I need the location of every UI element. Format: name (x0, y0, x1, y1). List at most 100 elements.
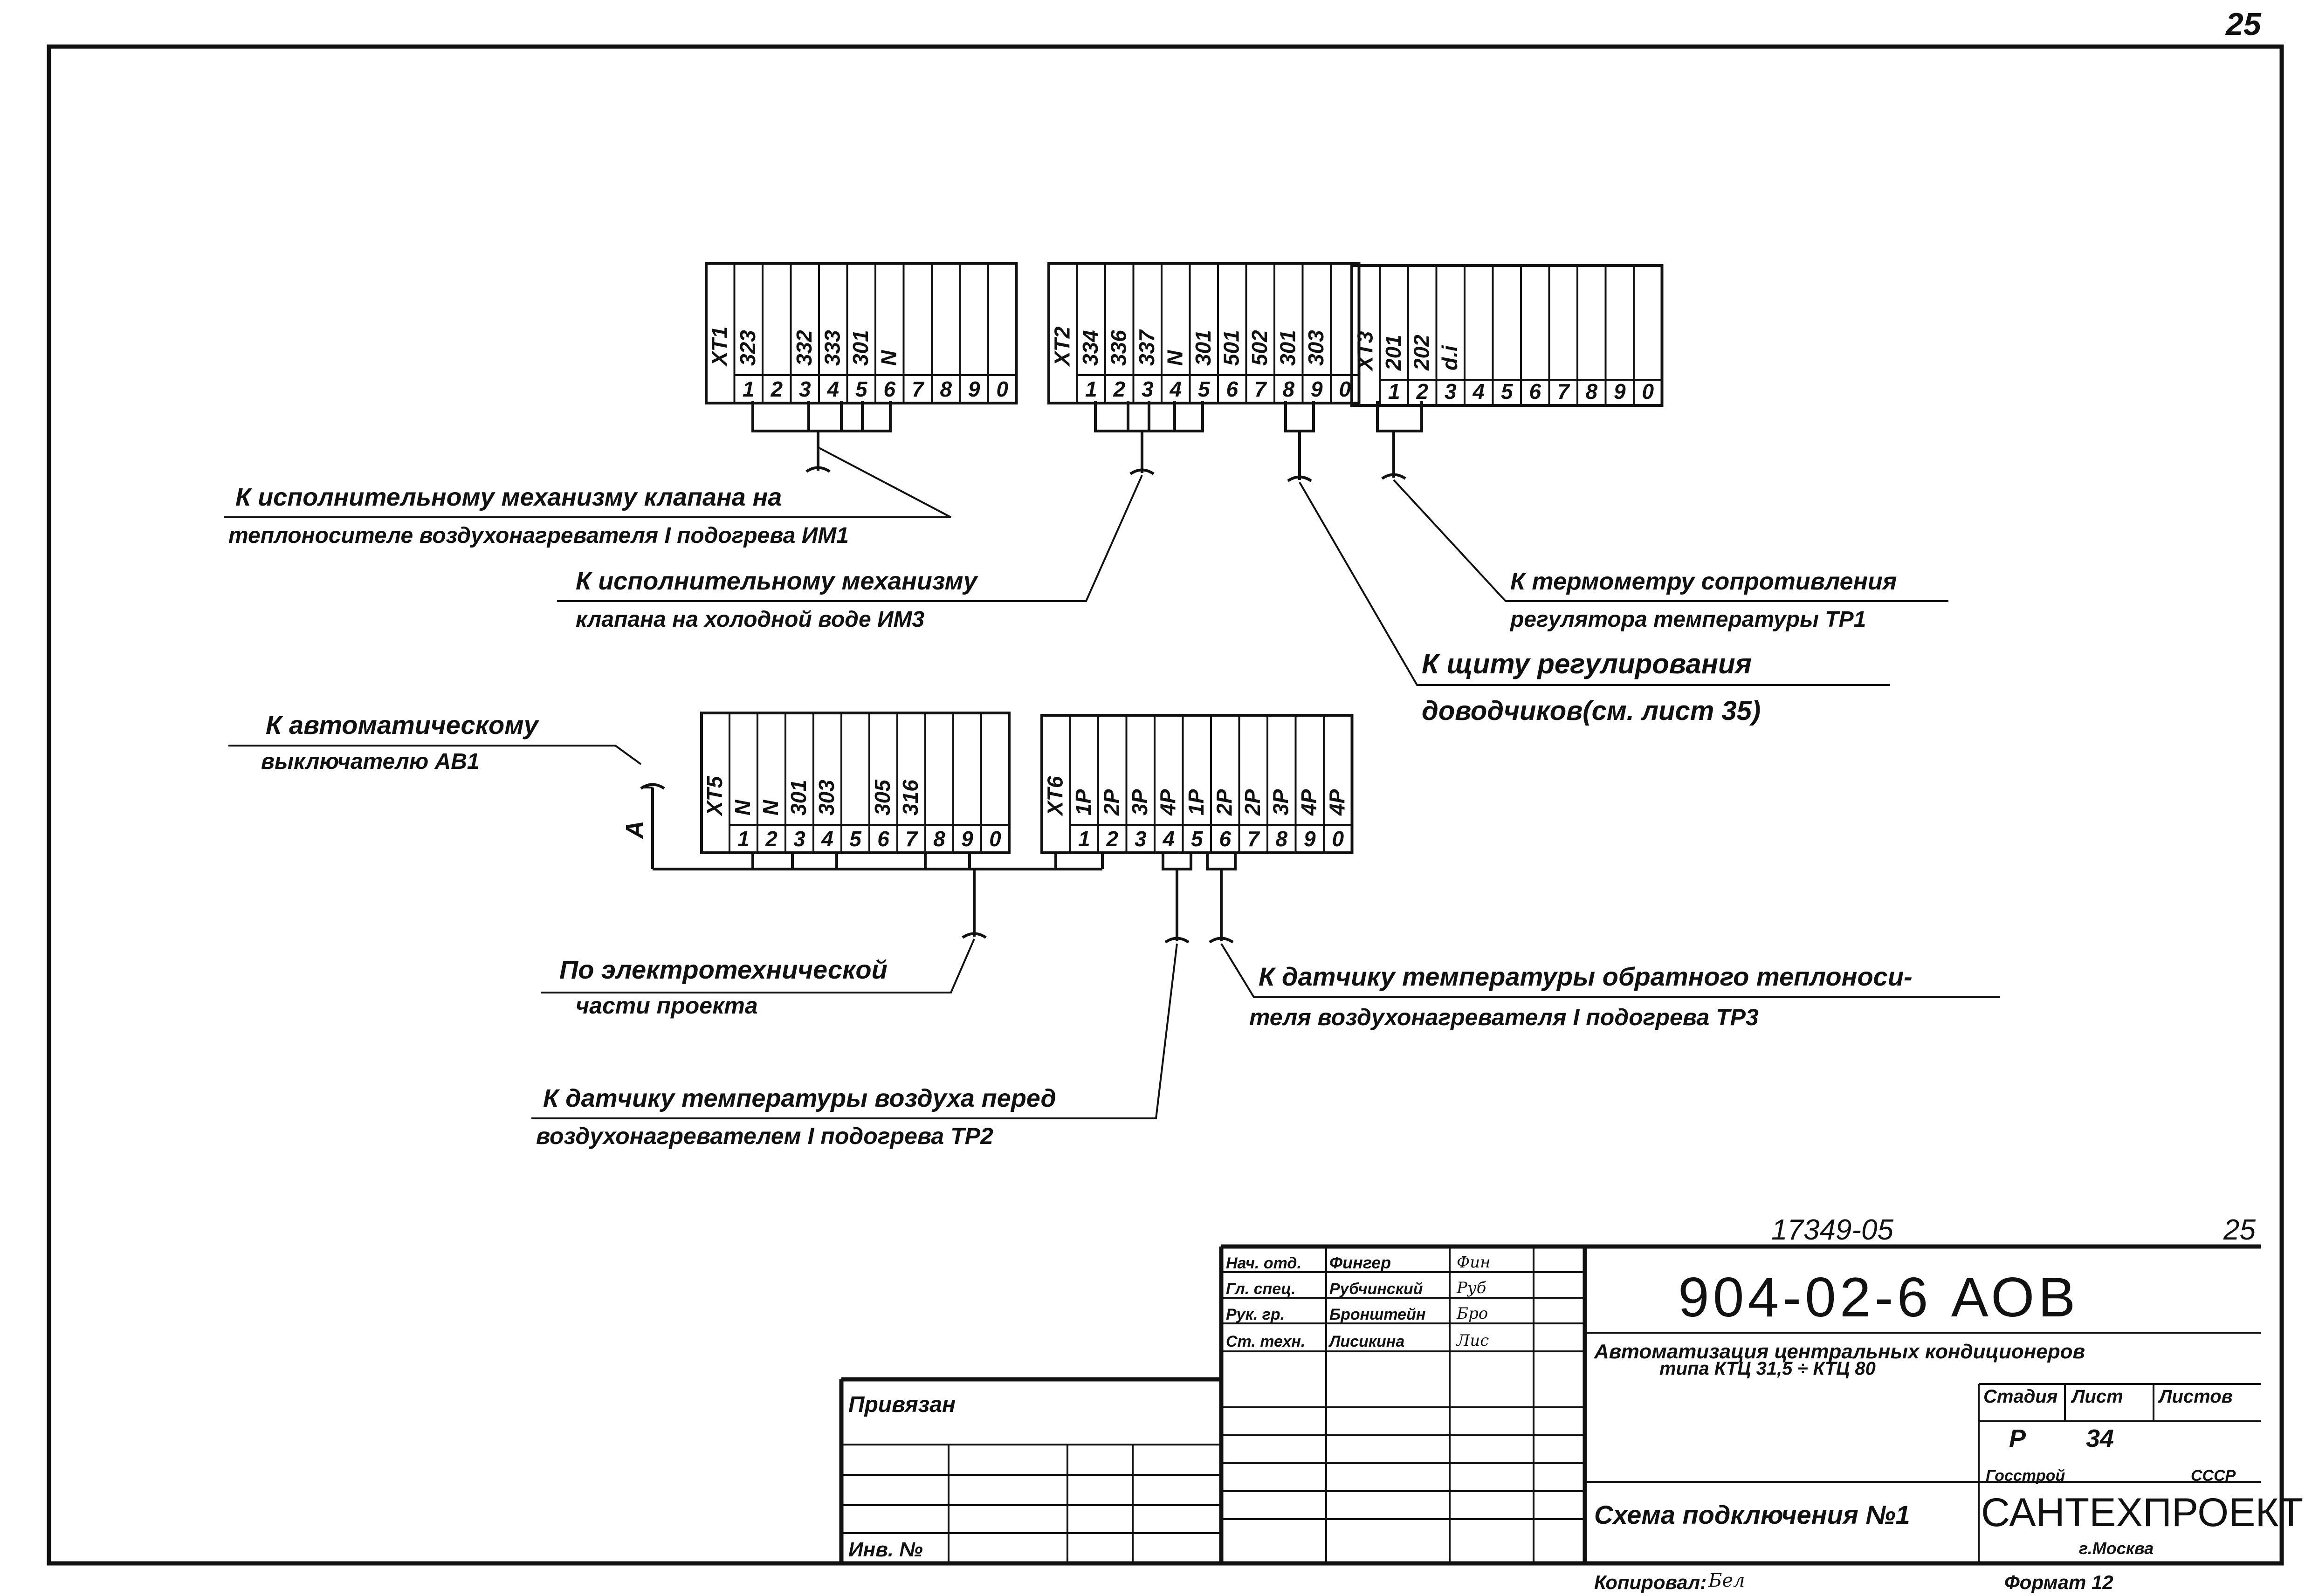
sheet-value: 34 (2086, 1425, 2114, 1452)
xt6-pair-b-jumper (1206, 853, 1237, 870)
terminal-number: 3 (1142, 377, 1154, 401)
terminal-number: 8 (1585, 379, 1597, 404)
xt3-pair-leader (1393, 479, 1948, 602)
strip-outline (1040, 714, 1354, 854)
signature-1: Фин (1457, 1253, 1491, 1272)
terminal-number: 1 (1078, 827, 1090, 851)
wire-label: XT2 (1050, 326, 1074, 367)
wire-label: 502 (1247, 330, 1272, 366)
terminal-number: 4 (1472, 379, 1485, 404)
terminal-number: 4 (821, 827, 833, 851)
wire-label: 1P (1071, 789, 1095, 815)
title-block-frame (839, 1244, 2261, 1563)
wire-label: 301 (848, 330, 873, 366)
terminal-number: 3 (799, 377, 811, 401)
terminal-number: 0 (996, 377, 1008, 401)
breaker-leader (228, 745, 653, 788)
xt1-leader (818, 446, 951, 518)
org-top-right: СССР (2191, 1467, 2236, 1485)
xt6-pair-a-jumper (1162, 853, 1192, 870)
terminal-number: 8 (1275, 827, 1287, 851)
wire-label: XT3 (1353, 331, 1377, 372)
wire-label: N (876, 350, 901, 366)
terminal-number: 5 (855, 377, 868, 401)
callout-6-line2: части проекта (576, 993, 758, 1019)
terminal-number: 1 (737, 827, 750, 851)
sheet-corner-number: 25 (2225, 7, 2262, 42)
callout-5-line2: выключателю АВ1 (261, 749, 480, 774)
terminal-number: 2 (770, 377, 783, 401)
wire-label: 303 (814, 780, 839, 815)
copied-sign: Бел (1708, 1570, 1745, 1591)
callout-4-line1: К щиту регулирования (1422, 648, 1752, 679)
callout-7-line2: теля воздухонагревателя I подогрева ТР3 (1249, 1004, 1759, 1030)
terminal-number: 1 (743, 377, 755, 401)
callout-8-line1: К датчику температуры воздуха перед (543, 1084, 1056, 1112)
bus-down (962, 869, 987, 939)
wire-label: 4P (1156, 789, 1180, 816)
wire-label: 303 (1304, 330, 1328, 366)
xt5-xt6-bus (653, 853, 1104, 870)
xt3-pair-jumper (1376, 401, 1423, 432)
terminal-number: 9 (1304, 827, 1316, 851)
archive-number: 17349-05 (1771, 1214, 1894, 1246)
terminal-number: 7 (1247, 827, 1260, 851)
terminal-number: 8 (933, 827, 945, 851)
terminal-number: 9 (1614, 379, 1626, 404)
wiring (228, 401, 2000, 1119)
terminal-number: 6 (1529, 379, 1541, 404)
terminal-number: 4 (1162, 827, 1175, 851)
drawing-name: Схема подключения №1 (1594, 1500, 1910, 1529)
xt6-pair-a-leader (531, 943, 1178, 1119)
wire-label: 2P (1240, 789, 1265, 816)
role-4: Ст. техн. (1226, 1333, 1305, 1350)
wire-label: XT1 (707, 327, 731, 367)
callouts: К исполнительному механизму клапана на т… (224, 483, 1913, 1149)
wire-label: 336 (1106, 330, 1130, 366)
xt2-jumper (1094, 401, 1204, 432)
bound-label: Привязан (848, 1392, 956, 1417)
org-city: г.Москва (2079, 1539, 2154, 1558)
terminal-number: 8 (940, 377, 952, 401)
role-1: Нач. отд. (1226, 1254, 1301, 1272)
terminal-number: 0 (1642, 379, 1654, 404)
wire-label: 301 (786, 780, 811, 815)
terminal-number: 1 (1388, 379, 1400, 404)
callout-6-line1: По электротехнической (559, 955, 888, 984)
signature-2: Руб (1456, 1279, 1486, 1297)
terminal-number: 6 (883, 377, 895, 401)
name-1: Фингер (1329, 1253, 1391, 1272)
staff-rows: Нач. отд. Гл. спец. Рук. гр. Ст. техн. Ф… (1226, 1253, 1491, 1350)
terminal-number: 4 (826, 377, 839, 401)
terminal-number: 2 (1416, 379, 1428, 404)
signature-4: Лис (1456, 1331, 1489, 1350)
wire-label: 202 (1409, 335, 1433, 371)
wire-label: 201 (1381, 335, 1405, 371)
terminal-number: 2 (1113, 377, 1125, 401)
terminal-number: 5 (1198, 377, 1211, 401)
sheets-header: Листов (2158, 1386, 2233, 1407)
wire-label: N (758, 800, 783, 815)
callout-3-line2: регулятора температуры ТР1 (1509, 607, 1866, 632)
bus-left-drop (640, 783, 665, 869)
inv-label: Инв. № (848, 1538, 923, 1561)
terminal-number: 8 (1282, 377, 1294, 401)
sheet-number-top: 25 (2223, 1214, 2256, 1246)
callout-5-line1: К автоматическому (266, 710, 540, 740)
terminal-number: 7 (912, 377, 925, 401)
stage-header: Стадия (1983, 1386, 2057, 1407)
callout-7-line1: К датчику температуры обратного теплонос… (1259, 962, 1913, 991)
terminal-number: 1 (1085, 377, 1097, 401)
wire-label: 4P (1325, 789, 1349, 816)
org-top-left: Госстрой (1986, 1467, 2065, 1485)
wire-label: N (1163, 350, 1187, 366)
terminal-number: 3 (1135, 827, 1147, 851)
terminal-number: 0 (1339, 377, 1351, 401)
xt6-pair-a-cable (1164, 869, 1190, 944)
wire-label: 333 (820, 330, 844, 366)
terminal-number: 6 (1226, 377, 1238, 401)
